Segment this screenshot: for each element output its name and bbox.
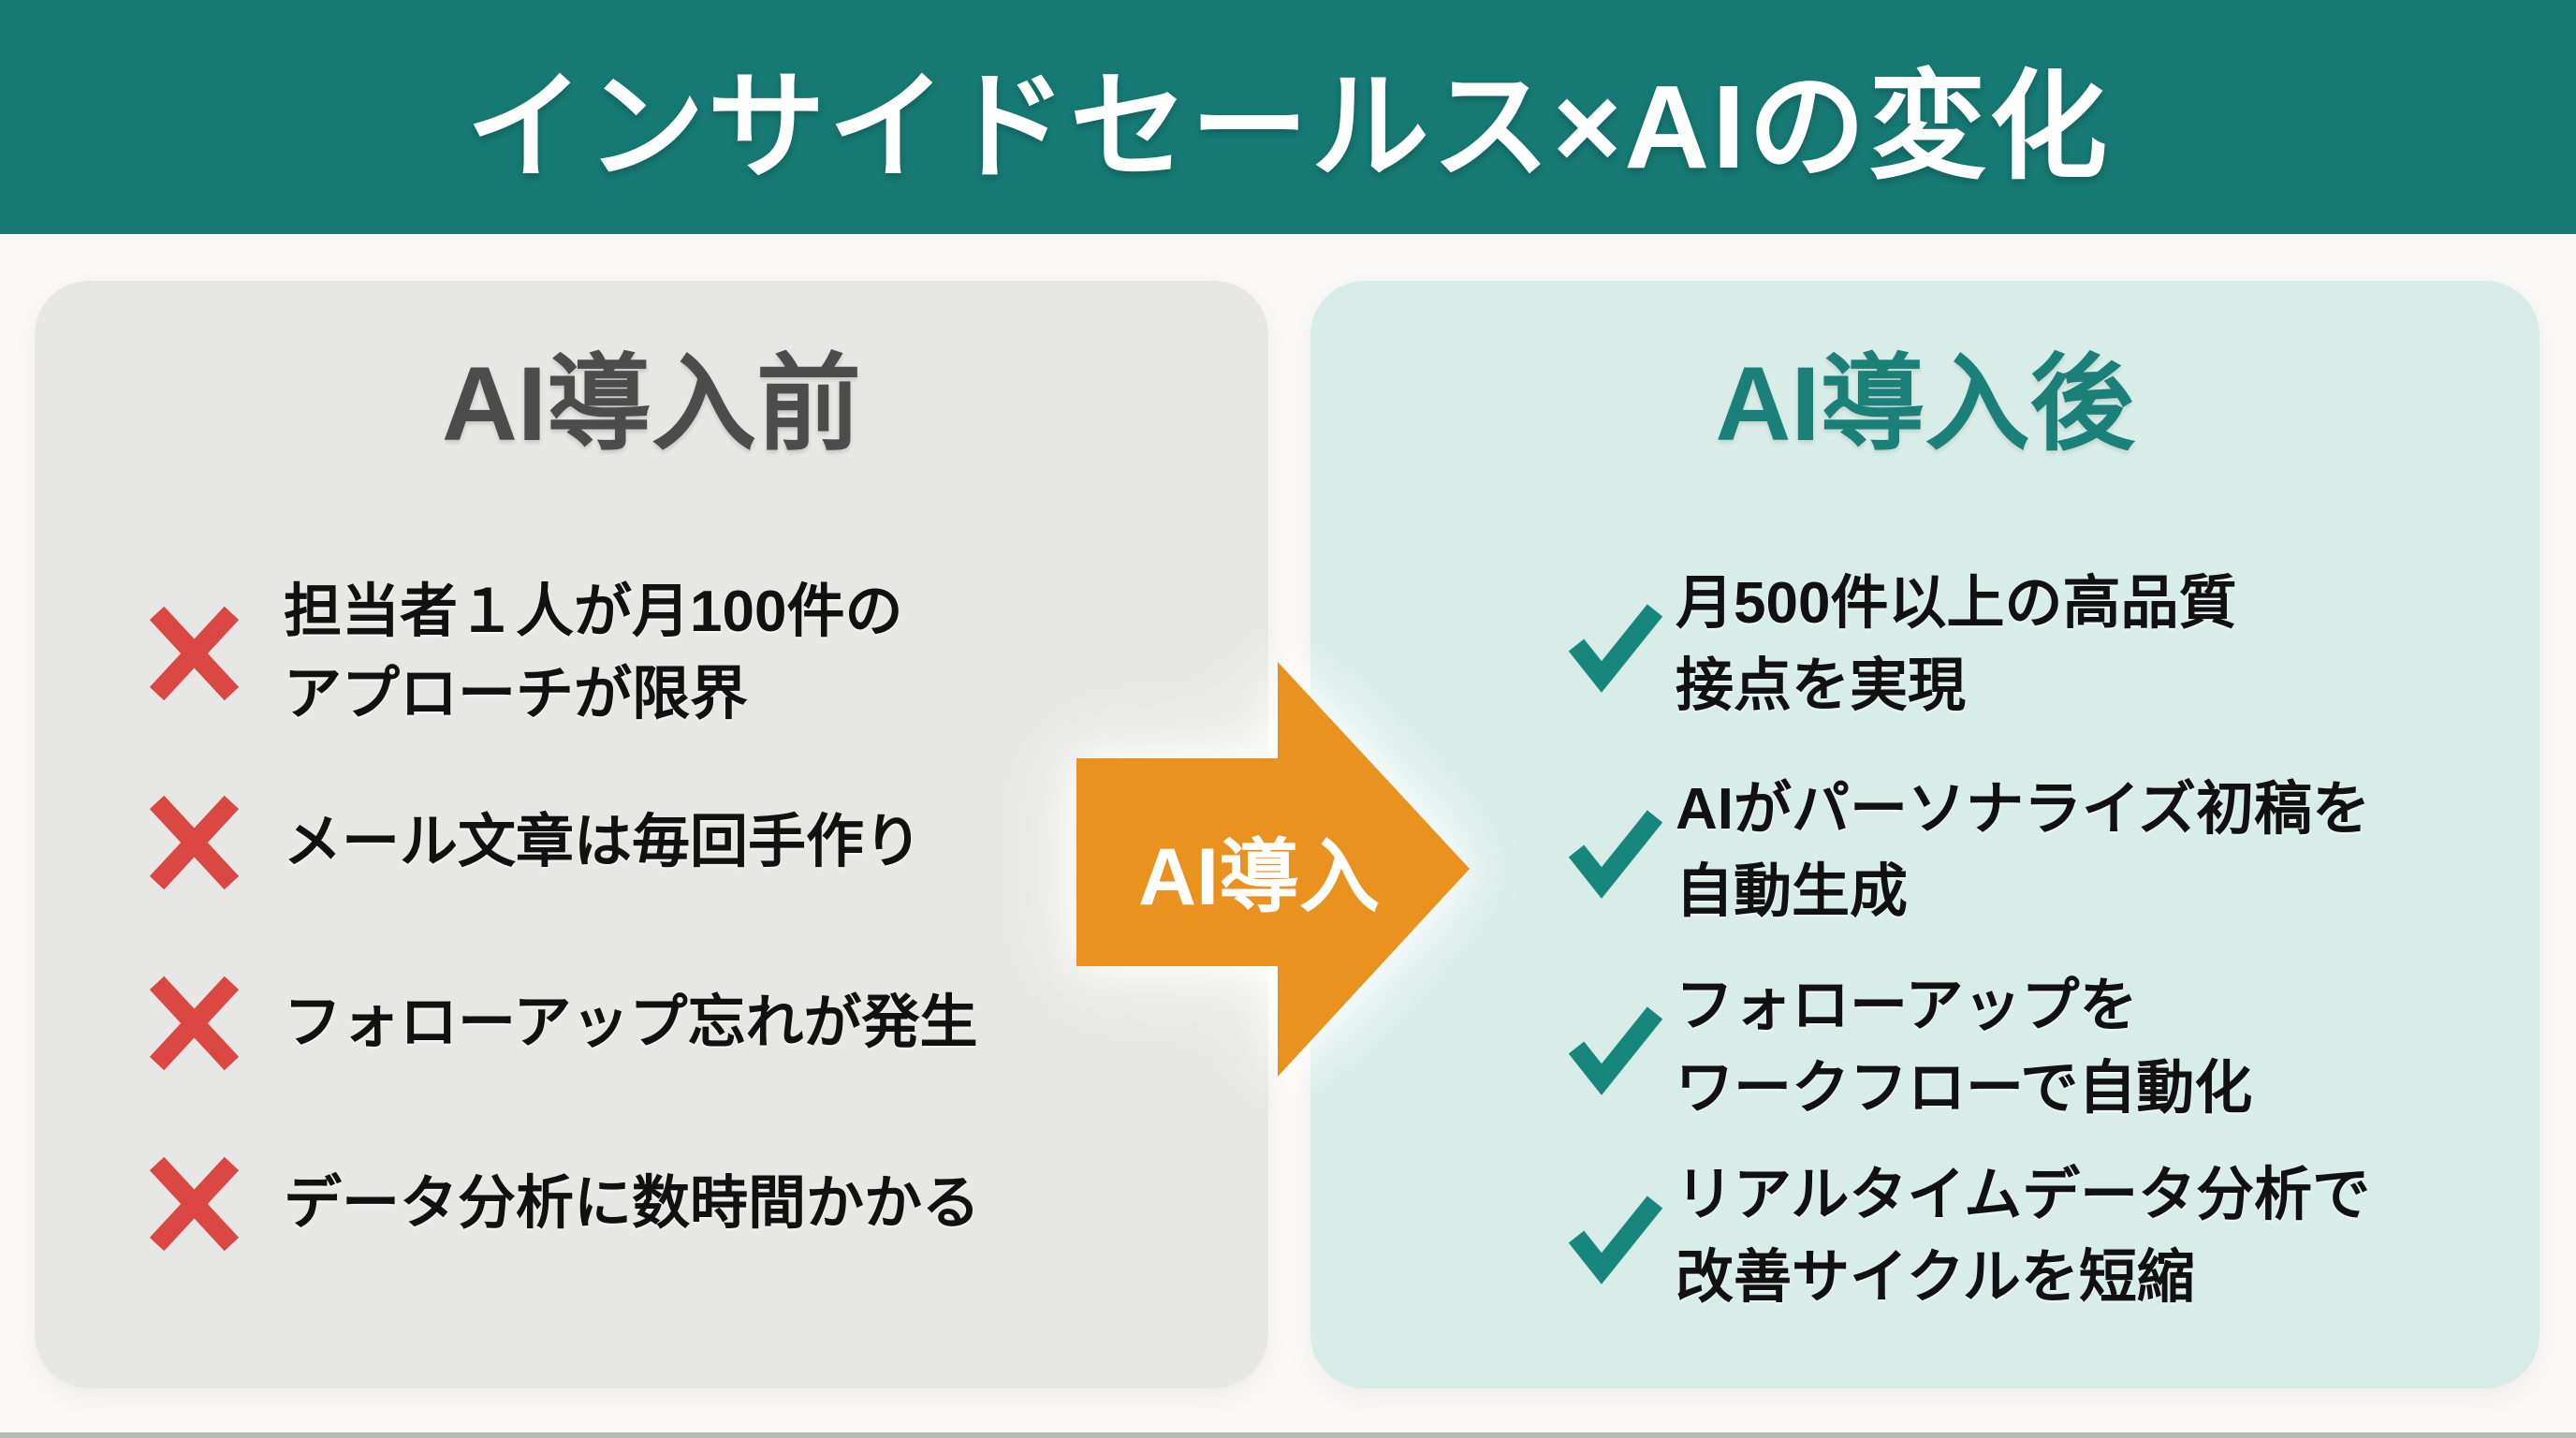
item-text-line: 担当者１人が月100件の [284,580,903,644]
check-icon [1569,997,1662,1098]
item-text: フォローアップ忘れが発生 [284,982,978,1064]
item-text: 月500件以上の高品質 接点を実現 [1676,563,2236,727]
bottom-edge-line [0,1432,2576,1438]
cross-icon [145,1153,243,1255]
after-list-item-4: リアルタイムデータ分析で 改善サイクルを短縮 [1310,1152,2539,1321]
page-title: インサイドセールス×AIの変化 [465,61,2111,193]
item-text-line: 月500件以上の高品質 [1676,571,2237,636]
check-icon [1569,1186,1662,1287]
item-text-line: 接点を実現 [1676,653,1967,718]
item-text-line: メール文章は毎回手作り [284,810,923,874]
after-panel-title: AI導入後 [1715,345,2135,462]
item-text-line: フォローアップを [1676,974,2138,1038]
cross-icon [145,973,243,1074]
header-banner: インサイドセールス×AIの変化 [0,0,2576,234]
cross-icon [145,792,243,893]
arrow-label: AI導入 [1138,832,1380,922]
item-text-line: リアルタイムデータ分析で [1676,1163,2371,1227]
before-panel: AI導入前 担当者１人が月100件の アプローチが限界 メール文章は毎回手作り [35,281,1268,1388]
before-list-item-3: フォローアップ忘れが発生 [35,972,1268,1075]
item-text-line: データ分析に数時間かかる [284,1171,981,1236]
item-text: 担当者１人が月100件の アプローチが限界 [284,571,902,736]
item-text: リアルタイムデータ分析で 改善サイクルを短縮 [1676,1154,2370,1319]
item-text-line: ワークフローで自動化 [1676,1056,2253,1121]
after-panel: AI導入後 月500件以上の高品質 接点を実現 AIがパーソナライズ初稿を 自動… [1310,281,2539,1388]
check-icon [1569,800,1662,902]
before-panel-title: AI導入前 [442,345,861,462]
item-text-line: アプローチが限界 [284,662,749,726]
cross-icon [145,603,243,704]
item-text-line: 自動生成 [1676,859,1909,924]
item-text: メール文章は毎回手作り [284,801,922,884]
item-text: データ分析に数時間かかる [284,1163,980,1245]
item-text-line: 改善サイクルを短縮 [1676,1245,2195,1310]
before-list-item-2: メール文章は毎回手作り [35,791,1268,894]
before-list-item-1: 担当者１人が月100件の アプローチが限界 [35,569,1268,738]
right-arrow-icon [1076,662,1470,1077]
check-icon [1569,594,1662,696]
after-list-item-1: 月500件以上の高品質 接点を実現 [1310,561,2539,729]
item-text: AIがパーソナライズ初稿を 自動生成 [1676,769,2370,933]
ai-adoption-arrow: AI導入 [1076,662,1470,1077]
item-text-line: フォローアップ忘れが発生 [284,990,978,1055]
item-text: フォローアップを ワークフローで自動化 [1676,965,2252,1130]
item-text-line: AIがパーソナライズ初稿を [1676,777,2371,842]
before-list-item-4: データ分析に数時間かかる [35,1152,1268,1255]
after-list-item-2: AIがパーソナライズ初稿を 自動生成 [1310,767,2539,935]
after-list-item-3: フォローアップを ワークフローで自動化 [1310,963,2539,1132]
